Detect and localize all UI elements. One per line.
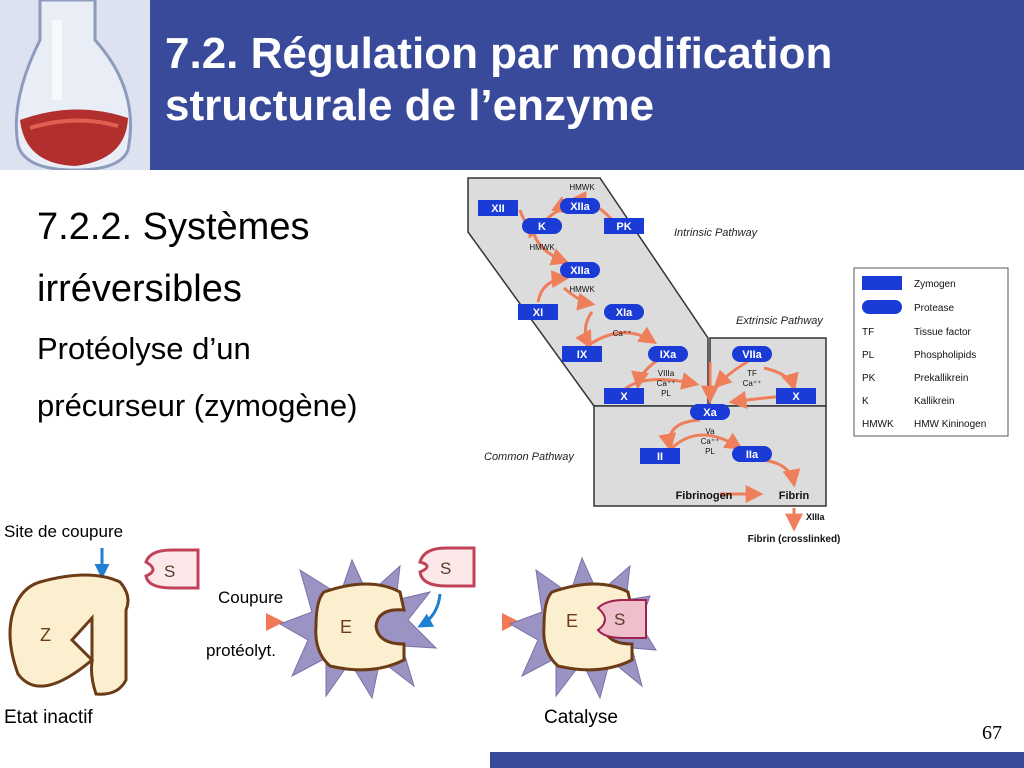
- factor-viia: VIIa: [742, 349, 762, 361]
- catalysis-label: Catalyse: [544, 707, 618, 728]
- legend-key-hmwk: HMWK: [862, 419, 894, 430]
- substrate-shape-1: [144, 548, 200, 590]
- s-label-3: S: [614, 610, 625, 629]
- fibrin-crosslinked-label: Fibrin (crosslinked): [748, 534, 841, 545]
- legend-key-pk: PK: [862, 373, 876, 384]
- factor-pk: PK: [616, 221, 631, 233]
- s-label-1: S: [164, 562, 175, 581]
- factor-x-left: X: [620, 391, 628, 403]
- xiiia-label: XIIIa: [806, 512, 826, 522]
- factor-ii: II: [657, 451, 663, 463]
- factor-xii: XII: [491, 203, 504, 215]
- site-label: Site de coupure: [4, 522, 123, 541]
- factor-ixa: IXa: [660, 349, 677, 361]
- bound-substrate-shape: [596, 599, 647, 639]
- cofactor-hmwk-top: HMWK: [569, 183, 595, 192]
- cofactor-viiia: VIIIa: [658, 369, 675, 378]
- footer-bar: [490, 752, 1024, 768]
- coagulation-cascade-diagram: Intrinsic Pathway Extrinsic Pathway Comm…: [467, 177, 1009, 545]
- factor-xia: XIa: [616, 307, 633, 319]
- e-label-1: E: [340, 617, 352, 637]
- slide-title: 7.2. Régulation par modification structu…: [165, 28, 1015, 132]
- inactive-state-label: Etat inactif: [4, 707, 93, 728]
- factor-x-right: X: [792, 391, 800, 403]
- cofactor-ca-ix: Ca⁺⁺: [657, 379, 676, 388]
- legend-tf: Tissue factor: [914, 327, 972, 338]
- factor-xa: Xa: [703, 407, 717, 419]
- legend-hmwk: HMW Kininogen: [914, 419, 986, 430]
- factor-xi: XI: [533, 307, 543, 319]
- legend-zymogen: Zymogen: [914, 279, 956, 290]
- step-label-2: protéolyt.: [206, 641, 276, 660]
- legend-protease: Protease: [914, 303, 954, 314]
- header-bar: 7.2. Régulation par modification structu…: [0, 0, 1024, 170]
- factor-ix: IX: [577, 349, 588, 361]
- zymogen-shape: [8, 573, 130, 696]
- cofactor-pl-x: PL: [705, 447, 715, 456]
- extrinsic-pathway-label: Extrinsic Pathway: [736, 315, 824, 327]
- factor-xiia-2: XIIa: [570, 265, 590, 277]
- legend-pk: Prekallikrein: [914, 373, 968, 384]
- flask-image: [0, 0, 150, 170]
- step-label-1: Coupure: [218, 588, 283, 607]
- fibrin-label: Fibrin: [779, 490, 810, 502]
- common-pathway-label: Common Pathway: [484, 451, 575, 463]
- legend-key-tf: TF: [862, 327, 874, 338]
- factor-xiia: XIIa: [570, 201, 590, 213]
- legend-key-k: K: [862, 396, 869, 407]
- cofactor-pl-ix: PL: [661, 389, 671, 398]
- legend-k: Kallikrein: [914, 396, 955, 407]
- fibrinogen-label: Fibrinogen: [676, 490, 733, 502]
- cofactor-tf: TF: [747, 369, 757, 378]
- factor-iia: IIa: [746, 449, 759, 461]
- z-label: Z: [40, 625, 51, 645]
- cofactor-ca-x: Ca⁺⁺: [701, 437, 720, 446]
- cofactor-ca-vii: Ca⁺⁺: [743, 379, 762, 388]
- factor-k: K: [538, 221, 546, 233]
- legend-pl: Phospholipids: [914, 350, 976, 361]
- legend: Zymogen Protease TF Tissue factor PL Pho…: [853, 267, 1009, 437]
- intrinsic-pathway-label: Intrinsic Pathway: [674, 227, 759, 239]
- title-line-2: structurale de l’enzyme: [165, 81, 655, 130]
- body-line-3: Protéolyse d’un: [37, 331, 251, 366]
- slide-number: 67: [982, 722, 1002, 744]
- body-line-1: 7.2.2. Systèmes: [37, 206, 310, 248]
- s-label-2: S: [440, 559, 451, 578]
- cofactor-hmwk-mid: HMWK: [529, 243, 555, 252]
- legend-key-pl: PL: [862, 350, 875, 361]
- body-text: 7.2.2. Systèmes irréversibles Protéolyse…: [37, 196, 477, 434]
- body-line-4: précurseur (zymogène): [37, 388, 358, 423]
- cofactor-hmwk-low: HMWK: [569, 285, 595, 294]
- zymogen-activation-diagram: Site de coupure Z S Coupure protéolyt. E…: [4, 522, 657, 728]
- common-panel: [593, 405, 827, 507]
- cofactor-va: Va: [705, 427, 715, 436]
- cofactor-ca-xi: Ca⁺⁺: [613, 329, 632, 338]
- substrate-shape-2: [418, 546, 476, 588]
- e-label-2: E: [566, 611, 578, 631]
- body-line-2: irréversibles: [37, 268, 242, 310]
- enzyme-shape-1: [314, 582, 406, 672]
- title-line-1: 7.2. Régulation par modification: [165, 29, 833, 78]
